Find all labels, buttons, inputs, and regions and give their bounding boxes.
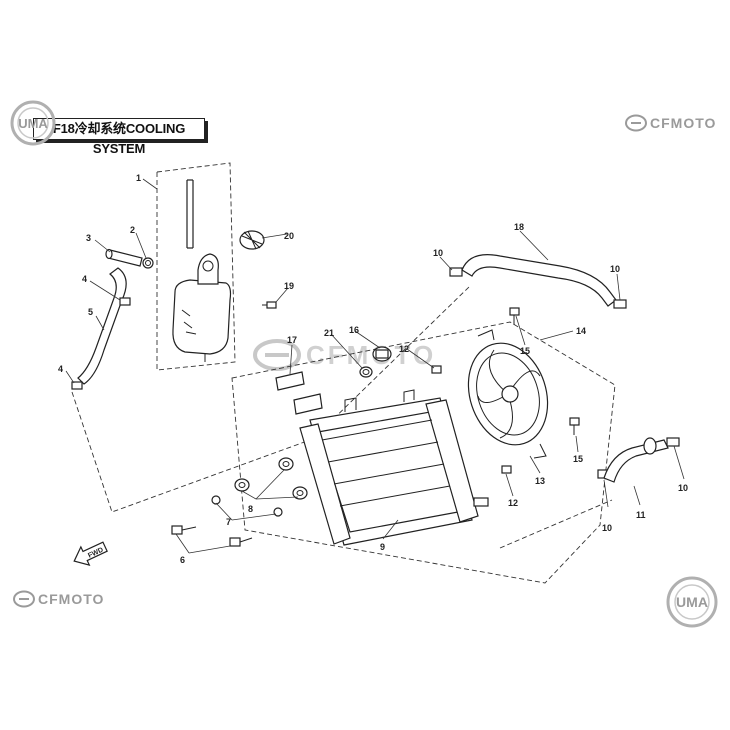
callout-6: 6 bbox=[180, 555, 185, 565]
callout-18: 18 bbox=[514, 222, 524, 232]
callout-13: 13 bbox=[535, 476, 545, 486]
reservoir-cap bbox=[239, 230, 265, 250]
callout-2: 2 bbox=[130, 225, 135, 235]
callout-4b: 4 bbox=[58, 364, 63, 374]
callout-4a: 4 bbox=[82, 274, 87, 284]
reservoir-bolt bbox=[262, 301, 277, 309]
hose-clamp-10d bbox=[666, 437, 680, 447]
callout-20: 20 bbox=[284, 231, 294, 241]
reservoir-group-outline bbox=[156, 162, 236, 371]
short-hose bbox=[105, 248, 143, 267]
lower-radiator-hose bbox=[603, 437, 669, 483]
callout-12b: 12 bbox=[508, 498, 518, 508]
callout-19: 19 bbox=[284, 281, 294, 291]
nut-12a bbox=[431, 365, 442, 374]
forward-arrow-icon: FWD bbox=[73, 541, 108, 566]
callout-10c: 10 bbox=[602, 523, 612, 533]
callout-5: 5 bbox=[88, 307, 93, 317]
cfmoto-brand-bottom: CFMOTO bbox=[38, 591, 105, 607]
leader-lines bbox=[65, 178, 685, 554]
callout-labels: 1 2 3 4 4 5 6 7 8 9 10 10 10 10 11 12 12… bbox=[58, 173, 688, 565]
diagram-title: F18冷却系统COOLING SYSTEM bbox=[33, 118, 205, 156]
cfmoto-logo-icon-top bbox=[625, 114, 647, 132]
uma-logo-bottom-right: UMA bbox=[666, 576, 718, 628]
callout-15b: 15 bbox=[573, 454, 583, 464]
rubber-grommet-2 bbox=[278, 457, 294, 471]
callout-1: 1 bbox=[136, 173, 141, 183]
radiator-cap bbox=[372, 346, 392, 362]
callout-7: 7 bbox=[226, 517, 231, 527]
callout-10d: 10 bbox=[678, 483, 688, 493]
hose-clamp-10b bbox=[613, 299, 627, 309]
hose-clamp-small bbox=[142, 257, 154, 269]
radiator-bracket bbox=[275, 371, 323, 415]
svg-text:UMA: UMA bbox=[676, 594, 708, 610]
rubber-grommet-3 bbox=[292, 486, 308, 500]
hose-clamp-10a bbox=[449, 267, 463, 277]
long-overflow-hose bbox=[77, 267, 127, 385]
svg-text:UMA: UMA bbox=[18, 116, 48, 131]
fan-hose-dash bbox=[321, 285, 471, 431]
callout-10b: 10 bbox=[610, 264, 620, 274]
callout-10a: 10 bbox=[433, 248, 443, 258]
radiator bbox=[299, 389, 489, 546]
callout-15a: 15 bbox=[520, 346, 530, 356]
cfmoto-logo-icon-bottom bbox=[13, 590, 35, 608]
callout-16: 16 bbox=[349, 325, 359, 335]
callout-9: 9 bbox=[380, 542, 385, 552]
fan-bolt-15b bbox=[569, 417, 580, 435]
radiator-group-outline bbox=[231, 321, 616, 584]
callout-21: 21 bbox=[324, 328, 334, 338]
coolant-reservoir bbox=[172, 253, 232, 362]
cfmoto-watermark-icon bbox=[253, 339, 301, 371]
hose-clamp-4a bbox=[119, 297, 131, 306]
outlet-hose-dash bbox=[499, 499, 613, 549]
cooling-fan bbox=[467, 329, 549, 459]
hose-group-outline bbox=[71, 391, 311, 513]
rubber-grommet-1 bbox=[234, 478, 250, 492]
mounting-bolt-1 bbox=[171, 525, 197, 535]
upper-radiator-hose bbox=[461, 254, 617, 307]
callout-17: 17 bbox=[287, 335, 297, 345]
mounting-bolt-2 bbox=[229, 537, 253, 547]
hose-clamp-4b bbox=[71, 381, 83, 390]
nut-12b bbox=[501, 465, 512, 474]
cfmoto-brand-top: CFMOTO bbox=[650, 115, 717, 131]
callout-3: 3 bbox=[86, 233, 91, 243]
fan-bolt-15a bbox=[509, 307, 520, 325]
washer-7a bbox=[211, 495, 221, 505]
overflow-tube bbox=[186, 179, 194, 249]
washer-7b bbox=[273, 507, 283, 517]
callout-14: 14 bbox=[576, 326, 586, 336]
cap-seal bbox=[359, 366, 373, 378]
callout-11: 11 bbox=[636, 510, 646, 520]
uma-logo-top-left: UMA bbox=[10, 100, 56, 146]
callout-8: 8 bbox=[248, 504, 253, 514]
cfmoto-watermark: CFMOTO bbox=[306, 340, 437, 370]
callout-12a: 12 bbox=[399, 344, 409, 354]
